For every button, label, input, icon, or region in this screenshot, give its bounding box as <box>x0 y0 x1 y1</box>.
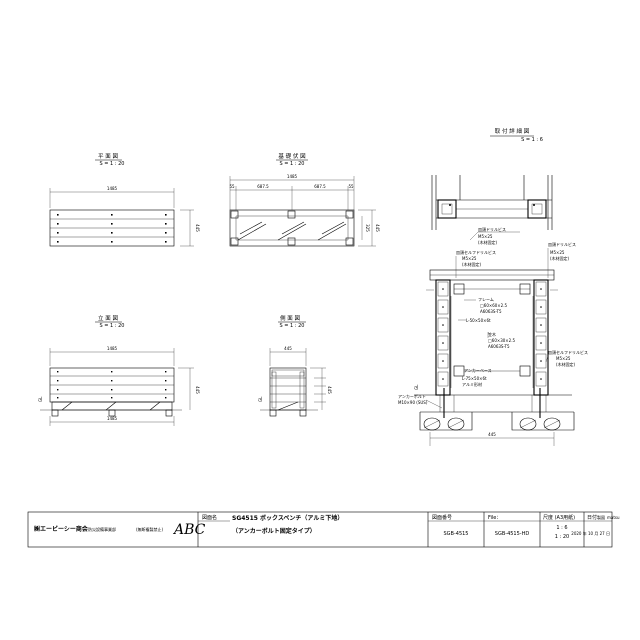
plan-dim-width: 1485 <box>107 186 118 191</box>
side-gl: GL <box>258 396 263 402</box>
base-dim-edge-r: 55 <box>348 184 354 189</box>
company-name: ㈱エービーシー商会 <box>34 525 89 533</box>
detail-self-drill-l: 皿頭セルフドリルビス <box>456 249 496 255</box>
drawing-name-label: 図面名 <box>202 514 217 521</box>
detail-self-drill-l-note: (木材固定) <box>462 261 482 267</box>
front-dim-width-top: 1485 <box>107 346 118 351</box>
detail-anchor-bolt: アンカーボルト <box>398 393 426 399</box>
scale-value-1: 1 : 6 <box>556 525 567 531</box>
author-name: matsu <box>607 515 620 520</box>
company-division: 防災設備事業部 <box>88 526 116 532</box>
detail-self-drill-r-spec: M5×25 <box>550 250 565 255</box>
detail-anchor-base: アンカーベース <box>464 368 492 373</box>
copyright-note: (無断複製禁止) <box>136 526 164 532</box>
detail-top-screw: 皿頭ドリルビス <box>478 226 506 232</box>
side-scale: S = 1 : 20 <box>280 323 305 329</box>
date-label: 日付 <box>587 514 597 521</box>
base-dim-depth-inner: 325 <box>365 224 370 232</box>
side-dim-height: 445 <box>327 386 332 394</box>
front-scale: S = 1 : 20 <box>100 323 125 329</box>
detail-self-drill-l-spec: M5×25 <box>462 256 477 261</box>
front-gl: GL <box>38 396 43 402</box>
detail-dim-width: 445 <box>488 432 496 437</box>
author-label: 製図 <box>597 514 605 520</box>
detail-rail-spec: □60×30×2.5 <box>488 338 515 343</box>
detail-top-screw-note: (木材固定) <box>478 239 498 245</box>
front-title: 立 面 図 <box>98 314 118 322</box>
detail-anchor-base-spec: L-75×50×6t <box>462 376 487 381</box>
detail-rail: 笠木 <box>488 331 496 337</box>
plan-dim-depth: 445 <box>195 224 200 232</box>
detail-title: 取 付 詳 細 図 <box>495 127 530 135</box>
detail-anchor-base-note: アルミ形材 <box>462 381 482 387</box>
base-dim-width: 1485 <box>287 174 298 179</box>
base-title: 基 礎 伏 図 <box>278 152 306 160</box>
detail-angle: L-50×50×6t <box>466 318 491 323</box>
detail-scale: S = 1 : 6 <box>521 137 543 143</box>
side-title: 側 面 図 <box>280 314 300 322</box>
front-dim-height: 445 <box>195 386 200 394</box>
detail-frame: フレーム <box>478 297 494 302</box>
drawing-name-line2: （アンカーボルト固定タイプ） <box>232 527 316 535</box>
scale-value-2: 1 : 20 <box>555 534 569 540</box>
drawing-number: SGB-4515 <box>443 531 468 537</box>
drawing-name-line1: SG4515 ボックスベンチ（アルミ下地） <box>232 514 343 522</box>
detail-side-screw: 皿頭セルフドリルビス <box>548 349 588 355</box>
detail-side-screw-note: (木材固定) <box>556 361 576 367</box>
plan-scale: S = 1 : 20 <box>100 161 125 167</box>
side-view: 側 面 図 S = 1 : 20 445 GL 445 <box>258 314 332 417</box>
plan-view: 平 面 図 S = 1 : 20 1485 445 <box>49 153 200 247</box>
base-scale: S = 1 : 20 <box>280 161 305 167</box>
company-logo: ABC <box>172 522 206 538</box>
detail-top-screw-spec: M5×25 <box>478 234 493 239</box>
date-value: 2020 年 10 月 27 日 <box>571 530 610 536</box>
plan-title: 平 面 図 <box>98 153 118 160</box>
base-dim-left: 687.5 <box>257 184 269 189</box>
detail-self-drill-r: 皿頭ドリルビス <box>548 241 576 247</box>
detail-rail-spec2: A6063S-T5 <box>488 344 510 349</box>
detail-frame-spec2: A6063S-T5 <box>480 309 502 314</box>
base-dim-edge-l: 55 <box>229 184 235 189</box>
detail-self-drill-r-note: (木材固定) <box>550 255 570 261</box>
base-view: 基 礎 伏 図 S = 1 : 20 1485 687.5 687.5 55 5… <box>229 152 380 247</box>
drawing-number-label: 図面番号 <box>432 514 452 521</box>
detail-view: 取 付 詳 細 図 S = 1 : 6 皿頭ドリルビス M5×25 (木材固定)… <box>398 127 588 446</box>
detail-gl: GL <box>414 384 419 390</box>
file-name: SGB-4515-HD <box>495 531 530 537</box>
base-dim-depth: 445 <box>375 224 380 232</box>
detail-anchor-bolt-spec: M10×90 (SUS) <box>398 400 428 405</box>
base-dim-right: 687.5 <box>314 184 326 189</box>
title-block: ㈱エービーシー商会 防災設備事業部 (無断複製禁止) ABC 図面名 SG451… <box>27 511 620 548</box>
side-dim-width: 445 <box>284 346 292 351</box>
front-view: 立 面 図 S = 1 : 20 1485 GL 1485 <box>38 314 200 426</box>
detail-frame-spec: □60×60×2.5 <box>480 303 507 308</box>
file-label: File： <box>488 515 501 521</box>
detail-side-screw-spec: M5×25 <box>556 356 571 361</box>
scale-label: 尺度 (A3用紙) <box>543 514 575 521</box>
front-dim-width-bottom: 1485 <box>107 416 118 421</box>
